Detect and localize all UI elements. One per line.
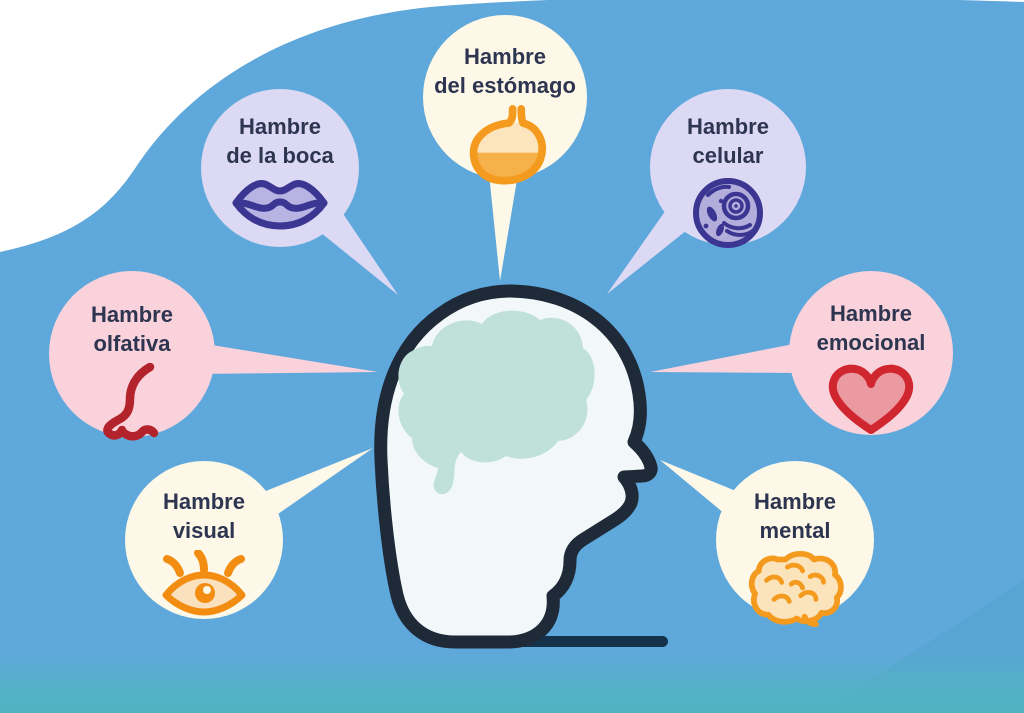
bubble-label-line: emocional <box>816 330 926 355</box>
bubble-label-line: de la boca <box>226 143 334 168</box>
bubble-hambre-emocional: Hambre emocional <box>789 271 953 435</box>
tail-visual <box>251 448 373 523</box>
bubble-label-line: Hambre <box>754 489 836 514</box>
bubble-label-line: Hambre <box>687 114 769 139</box>
bubble-label-line: celular <box>692 143 764 168</box>
bubble-label-line: Hambre <box>464 44 546 69</box>
eye-icon <box>162 550 246 616</box>
cell-icon <box>693 178 763 248</box>
bubble-hambre-mental: Hambre mental <box>716 461 874 628</box>
bubble-hambre-celular: Hambre celular <box>650 89 806 248</box>
tail-estomago <box>487 154 521 281</box>
bubble-hambre-visual: Hambre visual <box>125 461 283 619</box>
bubble-label-line: Hambre <box>239 114 321 139</box>
heart-icon <box>828 364 914 434</box>
nose-icon <box>103 363 159 441</box>
brain-icon <box>748 550 844 628</box>
bubble-hambre-del-estomago: Hambre del estómago <box>423 15 587 185</box>
bubble-label-line: Hambre <box>91 302 173 327</box>
inner-brain-shape <box>398 310 595 495</box>
head-profile-with-brain-icon <box>374 284 658 649</box>
tail-olfativa <box>191 342 378 374</box>
bubble-label-line: del estómago <box>434 73 576 98</box>
bubble-label-line: visual <box>172 518 236 543</box>
lips-icon <box>232 180 328 230</box>
bottom-teal-band <box>0 652 1024 713</box>
tail-emocional <box>650 341 811 373</box>
bubble-label-line: Hambre <box>163 489 245 514</box>
bubble-hambre-olfativa: Hambre olfativa <box>49 271 215 441</box>
bubble-label-line: mental <box>759 518 831 543</box>
bubble-hambre-de-la-boca: Hambre de la boca <box>201 89 359 247</box>
stomach-icon <box>469 105 546 185</box>
bubble-label-line: olfativa <box>93 331 171 356</box>
bubble-label-line: Hambre <box>830 301 912 326</box>
